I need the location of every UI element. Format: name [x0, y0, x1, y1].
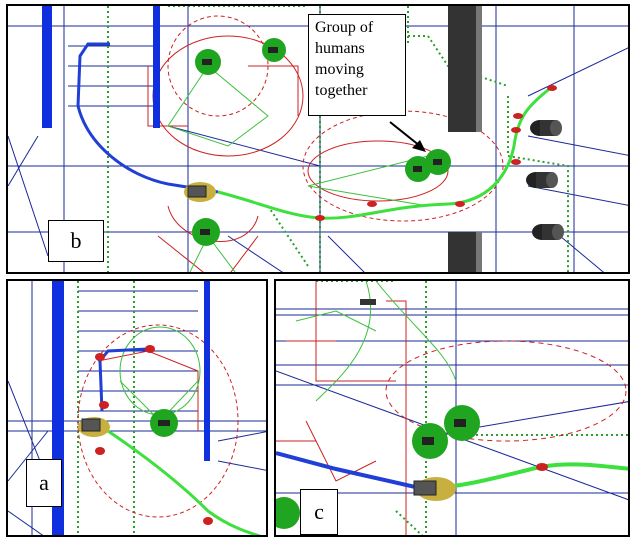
panel-label-c: c: [300, 489, 338, 535]
group-callout: Group of humans moving together: [308, 14, 406, 116]
humans: [276, 299, 480, 529]
callout-line: Group of: [315, 19, 374, 36]
panel-b-scene: [8, 6, 628, 272]
wall-middle: [153, 6, 160, 128]
pillar-bottom: [448, 232, 476, 272]
pillar-top: [448, 6, 476, 132]
panel-a: a: [6, 279, 268, 537]
wall-right: [204, 281, 210, 461]
waypoints: [315, 85, 557, 221]
panel-c-scene: [276, 281, 628, 535]
humans: [150, 409, 178, 437]
panel-label-b: b: [48, 220, 104, 262]
wall-left: [42, 6, 52, 128]
callout-line: together: [315, 82, 368, 99]
planned-path: [101, 425, 262, 535]
callout-line: humans: [315, 40, 365, 57]
robot: [184, 182, 216, 202]
robot-past-path: [276, 451, 425, 491]
robot: [413, 477, 456, 501]
humans: [192, 38, 451, 246]
cylinder-obstacles: [526, 120, 564, 240]
callout-arrow: [389, 121, 421, 147]
robot: [78, 417, 110, 437]
panel-label-a: a: [26, 459, 62, 507]
panel-c: c: [274, 279, 630, 537]
callout-line: moving: [315, 61, 364, 78]
robot-past-path: [76, 42, 219, 194]
